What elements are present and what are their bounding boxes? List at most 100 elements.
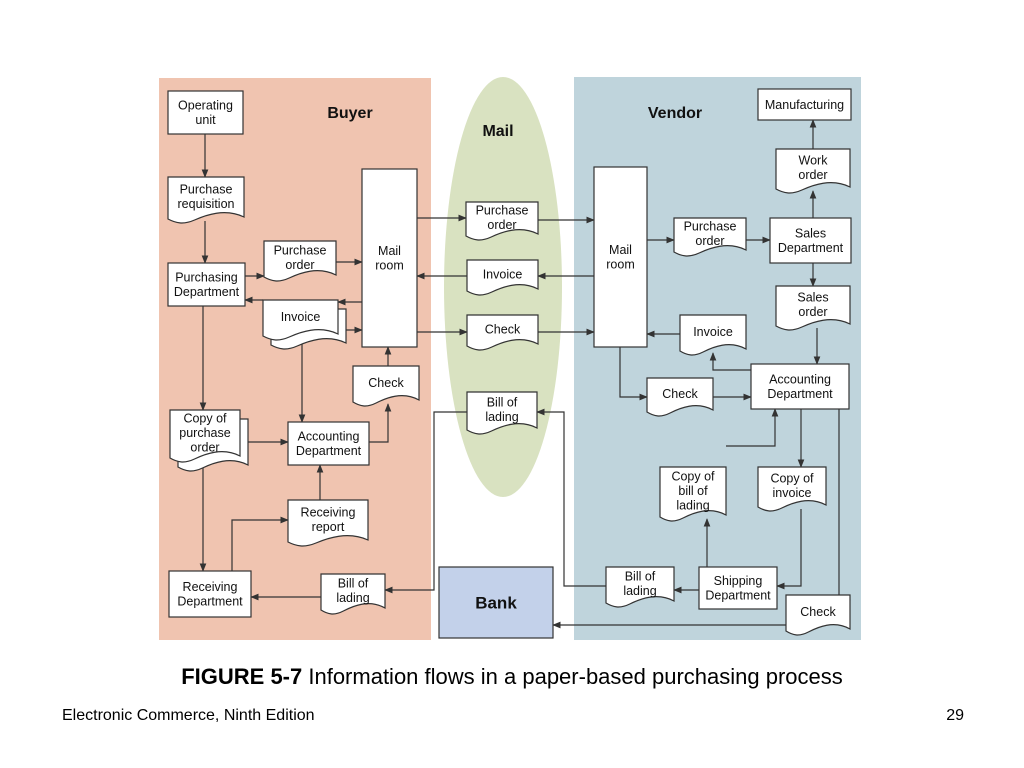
node-shape [659, 466, 727, 522]
node-buyer-invoice: Invoice [262, 299, 347, 350]
node-mail-check: Check [466, 314, 539, 351]
node-label: lading [336, 591, 369, 605]
node-shape [605, 566, 675, 608]
node-label: Bill of [487, 396, 518, 410]
node-shape [698, 566, 778, 610]
node-label: Check [800, 605, 836, 619]
node-label: Purchase [476, 204, 529, 218]
node-bank: Bank [438, 566, 554, 639]
node-shape [167, 90, 244, 135]
node-label: order [798, 168, 827, 182]
flow-arrow [536, 408, 606, 587]
figure-caption: FIGURE 5-7 Information flows in a paper-… [0, 664, 1024, 690]
node-shape [785, 594, 851, 636]
node-shape [287, 421, 370, 466]
node-shape [287, 499, 369, 547]
node-shape [169, 409, 241, 463]
flow-arrow [619, 347, 648, 401]
node-label: Purchasing [175, 271, 238, 285]
node-label: Receiving [301, 506, 356, 520]
node-label: Purchase [684, 220, 737, 234]
node-label: Accounting [769, 373, 831, 387]
node-label: Manufacturing [765, 98, 844, 112]
node-label: Copy of [770, 472, 814, 486]
node-shape [679, 314, 747, 356]
node-label: order [695, 234, 724, 248]
node-label: order [487, 218, 516, 232]
node-shape [438, 566, 554, 639]
node-shape [361, 168, 418, 348]
node-shape [167, 176, 245, 224]
vendor-section-title: Vendor [648, 105, 702, 122]
node-shape [262, 299, 339, 341]
node-shape [466, 259, 539, 296]
node-label: Shipping [714, 574, 763, 588]
node-shape [320, 573, 386, 615]
node-shape [775, 285, 851, 331]
node-label: room [606, 258, 634, 272]
figure-caption-text: Information flows in a paper-based purch… [302, 664, 843, 689]
node-shape [466, 391, 538, 435]
node-label: Department [296, 444, 362, 458]
node-shape [775, 148, 851, 194]
buyer-section-title: Buyer [327, 105, 372, 122]
node-label: Purchase [180, 183, 233, 197]
flow-arrow [231, 516, 289, 571]
node-label: Invoice [483, 267, 523, 281]
node-label: Purchase [274, 244, 327, 258]
node-shape [750, 363, 850, 410]
flow-arrow [369, 403, 392, 443]
node-label: Department [177, 595, 243, 609]
node-vendor-invoice: Invoice [679, 314, 747, 356]
node-label: report [312, 520, 345, 534]
node-shape [757, 88, 852, 121]
node-label: Mail [609, 243, 632, 257]
figure-label: FIGURE 5-7 [181, 664, 303, 689]
node-label: Invoice [281, 310, 321, 324]
node-label: purchase [179, 426, 230, 440]
node-shape [673, 217, 747, 257]
node-vendor-check-left: Check [646, 377, 714, 417]
node-shape [167, 262, 246, 307]
node-shape [466, 314, 539, 351]
node-buyer-check: Check [352, 365, 420, 407]
node-label: Check [662, 387, 698, 401]
node-label: bill of [678, 484, 708, 498]
node-label: lading [485, 410, 518, 424]
node-label: Receiving [183, 580, 238, 594]
node-label: Department [174, 285, 240, 299]
node-label: order [285, 258, 314, 272]
node-label: lading [676, 498, 709, 512]
buyer-region [159, 78, 431, 640]
node-label: Department [705, 589, 771, 603]
node-label: Bank [475, 593, 517, 612]
footer-page-number: 29 [946, 707, 964, 724]
node-label: requisition [178, 197, 235, 211]
node-shape [168, 570, 252, 618]
node-vendor-check-bottom: Check [785, 594, 851, 636]
node-label: lading [623, 584, 656, 598]
node-label: Department [767, 387, 833, 401]
node-label: Department [778, 241, 844, 255]
node-label: unit [195, 113, 216, 127]
node-label: Copy of [183, 411, 227, 425]
